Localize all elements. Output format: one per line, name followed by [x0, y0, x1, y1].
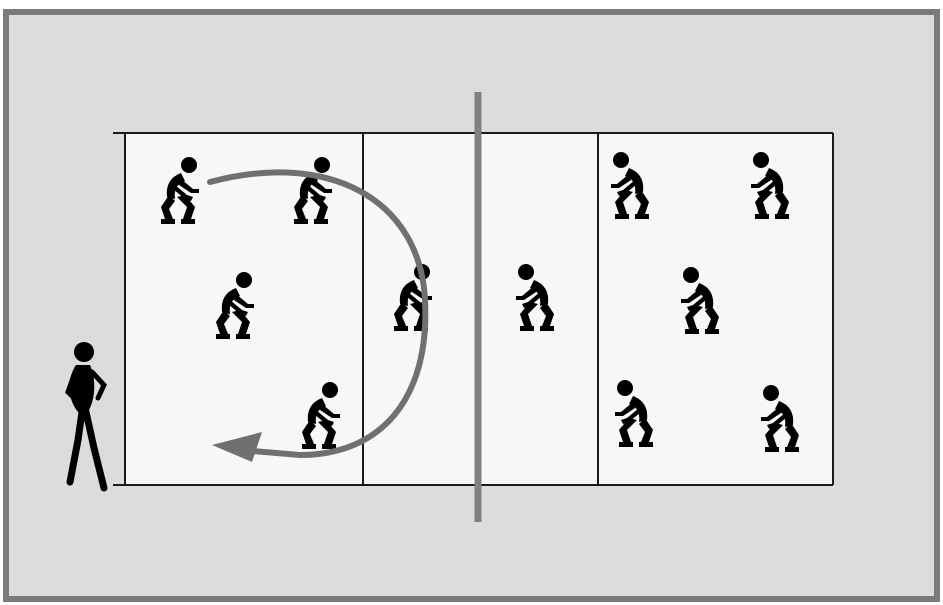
- court-svg: [0, 0, 943, 605]
- volleyball-rotation-diagram: [0, 0, 943, 605]
